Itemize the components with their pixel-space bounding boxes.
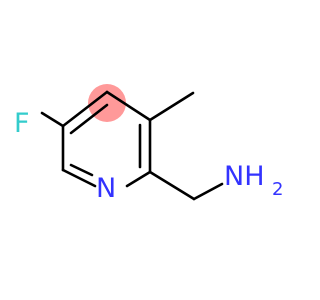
amine-subscript-label: 2: [272, 179, 283, 200]
molecule-drawing: F N NH 2: [14, 84, 283, 204]
amine-nitrogen-label: NH: [224, 161, 265, 192]
ring-nitrogen-label: N: [96, 173, 116, 204]
bond-c1-c2-inner: [69, 103, 109, 135]
structure-canvas: F N NH 2: [14, 84, 283, 204]
bond-c4-n: [125, 170, 152, 188]
substituents: [40, 91, 224, 201]
bond-n-c6-inner: [69, 163, 94, 177]
bond-c2-c3: [105, 90, 152, 122]
bond-n-c6: [61, 168, 97, 188]
bond-c1-f: [40, 111, 65, 128]
bond-ch2-n: [192, 182, 224, 201]
bond-c4-ch2: [148, 170, 196, 201]
pyridine-ring: [61, 90, 152, 188]
bond-c3-methyl: [148, 91, 195, 122]
fluorine-label: F: [14, 108, 30, 139]
bond-c1-c2: [61, 90, 109, 128]
